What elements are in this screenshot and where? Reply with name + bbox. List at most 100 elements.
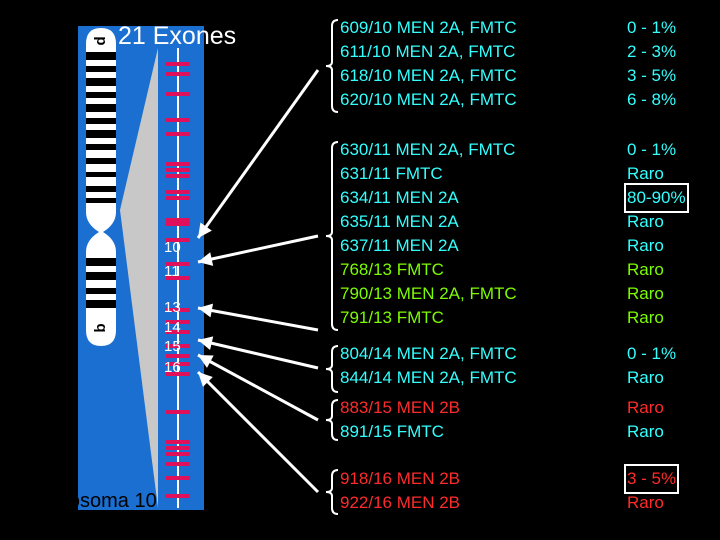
exon-mark	[166, 476, 190, 480]
exon-mark	[166, 168, 190, 172]
chromosome-band	[86, 104, 116, 112]
exon-label: 15	[164, 339, 181, 355]
exon-mark	[166, 62, 190, 66]
chromosome-band	[86, 52, 116, 60]
exon-label: 13	[164, 300, 181, 316]
frequency-entry: Raro	[627, 491, 676, 515]
frequency-entry: Raro	[627, 162, 686, 186]
exon-mark	[166, 72, 190, 76]
chromosome-band	[86, 198, 116, 203]
exon-label: 10	[164, 240, 181, 256]
exon-mark	[166, 162, 190, 166]
exon-mark	[166, 190, 190, 194]
zoom-wedge	[120, 48, 158, 508]
arrows	[198, 70, 318, 492]
frequency-entry: Raro	[627, 396, 664, 420]
frequency-entry: Raro	[627, 282, 686, 306]
exon-mark	[166, 222, 190, 226]
exon-mark	[166, 494, 190, 498]
chromosome-band	[86, 300, 116, 308]
mutation-entry: 637/11 MEN 2A	[340, 234, 517, 258]
mutation-list-exon10: 609/10 MEN 2A, FMTC 611/10 MEN 2A, FMTC …	[340, 16, 517, 112]
chromosome-caption: Cromosoma 10	[20, 490, 157, 513]
frequency-entry: 3 - 5%	[627, 64, 676, 88]
frequency-entry-highlight: 3 - 5%	[627, 467, 676, 491]
frequency-entry: Raro	[627, 234, 686, 258]
q-arm-label: q	[93, 323, 110, 332]
mutation-entry: 918/16 MEN 2B	[340, 467, 460, 491]
exon-mark	[166, 92, 190, 96]
arrow-head	[198, 336, 213, 350]
frequency-list-exon16: 3 - 5% Raro	[627, 467, 676, 515]
mutation-entry: 791/13 FMTC	[340, 306, 517, 330]
p-arm-label: p	[93, 36, 110, 45]
frequency-entry: 0 - 1%	[627, 16, 676, 40]
mutation-entry: 620/10 MEN 2A, FMTC	[340, 88, 517, 112]
exon-mark	[166, 462, 190, 466]
exon-mark	[166, 452, 190, 456]
mutation-list-exon11-13: 630/11 MEN 2A, FMTC 631/11 FMTC 634/11 M…	[340, 138, 517, 330]
frequency-list-exon11-13: 0 - 1% Raro 80-90% Raro Raro Raro Raro R…	[627, 138, 686, 330]
chromosome-band	[86, 158, 116, 164]
frequency-entry: Raro	[627, 306, 686, 330]
mutation-entry: 634/11 MEN 2A	[340, 186, 517, 210]
mutation-entry: 635/11 MEN 2A	[340, 210, 517, 234]
chromosome-band	[86, 78, 116, 86]
brace	[326, 470, 338, 514]
mutation-entry: 922/16 MEN 2B	[340, 491, 460, 515]
arrow-head	[198, 252, 213, 266]
frequency-entry: Raro	[627, 258, 686, 282]
chromosome-band	[86, 66, 116, 72]
chromosome-band	[86, 272, 116, 280]
mutation-entry: 609/10 MEN 2A, FMTC	[340, 16, 517, 40]
mutation-entry: 618/10 MEN 2A, FMTC	[340, 64, 517, 88]
exon-mark	[166, 440, 190, 444]
exon-label: 16	[164, 360, 181, 376]
mutation-entry: 883/15 MEN 2B	[340, 396, 460, 420]
chromosome-band	[86, 186, 116, 192]
brace	[326, 346, 338, 392]
frequency-entry: Raro	[627, 420, 664, 444]
frequency-entry: 6 - 8%	[627, 88, 676, 112]
mutation-list-exon14: 804/14 MEN 2A, FMTC 844/14 MEN 2A, FMTC	[340, 342, 517, 390]
mutation-list-exon16: 918/16 MEN 2B 922/16 MEN 2B	[340, 467, 460, 515]
chromosome-band	[86, 258, 116, 266]
mutation-entry: 790/13 MEN 2A, FMTC	[340, 282, 517, 306]
exon-mark	[166, 218, 190, 222]
exon-mark	[166, 410, 190, 414]
chromosome-band	[86, 118, 116, 124]
mutation-entry: 804/14 MEN 2A, FMTC	[340, 342, 517, 366]
arrow-head	[198, 223, 212, 238]
frequency-list-exon15: Raro Raro	[627, 396, 664, 444]
chromosome-band	[86, 172, 116, 177]
frequency-entry: Raro	[627, 366, 676, 390]
mutation-entry: 768/13 FMTC	[340, 258, 517, 282]
brace	[326, 142, 338, 330]
chromosome-band	[86, 130, 116, 138]
brace	[326, 400, 338, 440]
chromosome-band	[86, 92, 116, 98]
mutation-entry: 611/10 MEN 2A, FMTC	[340, 40, 517, 64]
arrow-line	[198, 70, 318, 238]
chromosome-band	[86, 288, 116, 294]
exon-mark	[166, 132, 190, 136]
arrow-line	[198, 372, 318, 492]
mutation-entry: 891/15 FMTC	[340, 420, 460, 444]
frequency-entry: 0 - 1%	[627, 342, 676, 366]
arrow-head	[198, 304, 213, 318]
frequency-entry-highlight: 80-90%	[627, 186, 686, 210]
chromosome-band	[86, 144, 116, 150]
frequency-entry: Raro	[627, 210, 686, 234]
exon-count-title: 21 Exones	[118, 22, 236, 51]
frequency-list-exon10: 0 - 1% 2 - 3% 3 - 5% 6 - 8%	[627, 16, 676, 112]
chromosome-ideogram: p q	[86, 28, 116, 346]
mutation-entry: 631/11 FMTC	[340, 162, 517, 186]
arrow-line	[198, 308, 318, 330]
frequency-entry: 2 - 3%	[627, 40, 676, 64]
mutation-list-exon15: 883/15 MEN 2B 891/15 FMTC	[340, 396, 460, 444]
exon-label: 14	[164, 320, 181, 336]
brace	[326, 20, 338, 112]
exon-label: 11	[164, 264, 180, 280]
exon-mark	[166, 118, 190, 122]
arrow-line	[198, 236, 318, 262]
